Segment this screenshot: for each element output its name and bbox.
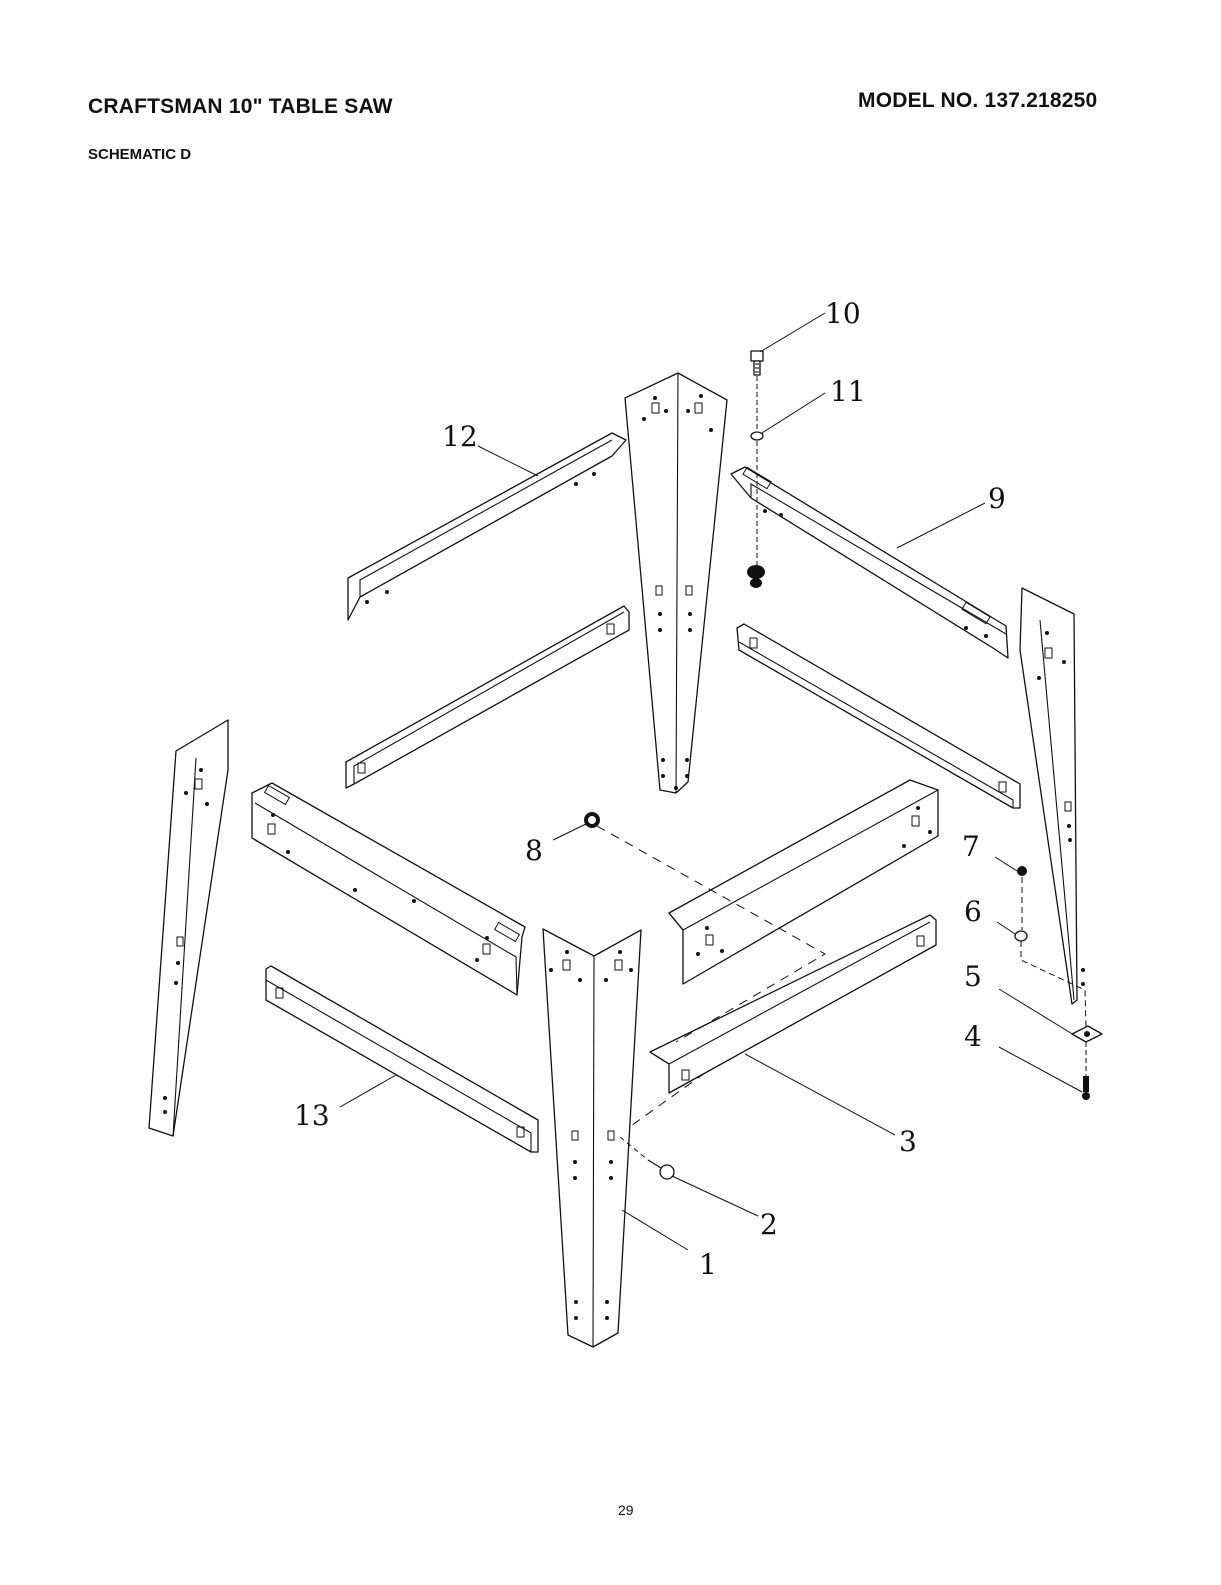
part-6-washer [1015,931,1027,941]
part-1-front-leg [543,929,641,1347]
callout-5: 5 [964,960,982,993]
part-8-bolt [584,812,600,828]
part-9-top-stiffener [731,467,1008,658]
callout-1: 1 [699,1248,717,1281]
callout-12: 12 [442,420,478,453]
part-2-bolt [648,1160,674,1179]
part-12-top-stiffener [348,433,626,620]
rear-right-lower-stiffener [737,624,1020,808]
callout-10: 10 [825,297,861,330]
right-leg [1020,588,1085,1004]
rear-leg [625,373,727,793]
part-5-leveling-foot [1072,1026,1102,1042]
callout-9: 9 [988,482,1006,515]
page-number: 29 [618,1502,634,1518]
left-leg [149,720,228,1136]
rear-left-lower-stiffener [346,606,629,788]
part-10-bolt [751,351,763,375]
front-left-top-stiffener [252,783,525,995]
callout-11: 11 [830,375,866,408]
callout-7: 7 [962,830,980,863]
callout-2: 2 [760,1208,778,1241]
callout-8: 8 [525,834,543,867]
part-11-washer [751,432,763,440]
callout-13: 13 [294,1099,330,1132]
foot-cap [747,565,765,588]
callout-4: 4 [964,1020,982,1053]
part-7-nut [1017,866,1027,876]
callout-3: 3 [899,1125,917,1158]
callout-6: 6 [964,895,982,928]
part-4-screw [1082,1076,1090,1100]
